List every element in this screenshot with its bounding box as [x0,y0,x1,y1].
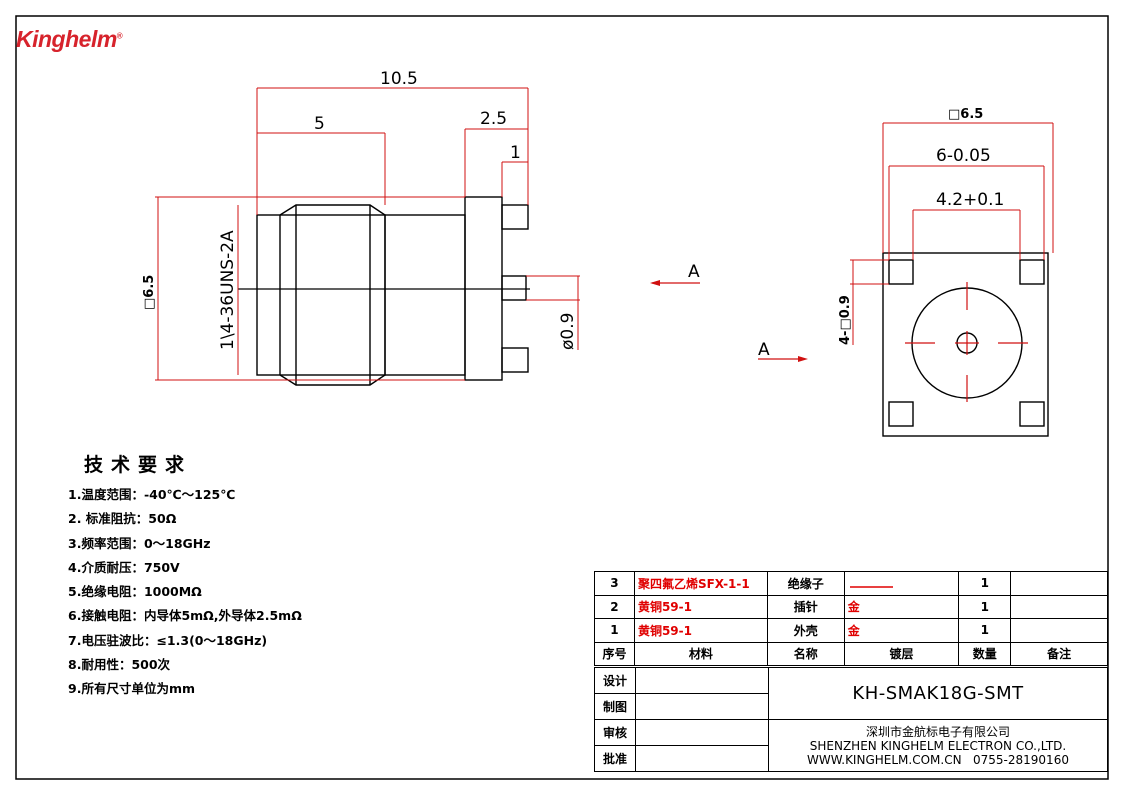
bom-row: 3 聚四氟乙烯SFX-1-1 绝缘子 1 [594,571,1108,596]
bom-header-plating: 镀层 [843,641,960,666]
bom-plating: 金 [843,618,960,643]
dim-hole-spacing: 6-0.05 [936,146,991,166]
bom-header-material: 材料 [633,641,768,666]
bill-of-materials: 3 聚四氟乙烯SFX-1-1 绝缘子 1 2 黄铜59-1 插针 金 1 1 黄… [594,571,1108,666]
bom-plating [843,571,960,596]
bom-row: 2 黄铜59-1 插针 金 1 [594,594,1108,619]
design-signature [635,667,769,694]
bom-header-qty: 数量 [958,641,1012,666]
center-pin [501,275,527,301]
label-drafting: 制图 [594,693,636,720]
part-number: KH-SMAK18G-SMT [768,667,1108,720]
bom-name: 外壳 [766,618,845,643]
requirement-item: 8.耐用性：500次 [68,657,171,673]
bottom-leg [501,347,529,373]
dim-end-square: □6.5 [948,107,983,122]
requirement-item: 3.频率范围：0～18GHz [68,535,211,551]
bom-name: 插针 [766,594,845,619]
top-leg [501,204,529,230]
side-view [238,196,530,386]
dim-thread: 1\4-36UNS-2A [218,230,238,350]
requirement-item: 9.所有尺寸单位为mm [68,681,195,697]
bom-no: 1 [594,618,635,643]
sheet-border [15,15,1109,780]
bom-material: 黄铜59-1 [633,594,768,619]
bom-header: 序号 材料 名称 镀层 数量 备注 [594,641,1108,666]
label-approve: 批准 [594,745,636,772]
bom-qty: 1 [958,571,1012,596]
rear-body [384,214,466,376]
bom-name: 绝缘子 [766,571,845,596]
dim-pads: 4-□0.9 [838,295,853,345]
side-view-dims [155,87,580,381]
bom-row: 1 黄铜59-1 外壳 金 1 [594,618,1108,643]
logo-text: Kinghelm [16,26,117,52]
review-signature [635,719,769,746]
dim-inner-spacing: 4.2+0.1 [936,190,1004,210]
approve-signature [635,745,769,772]
pad-bottom-right [1019,401,1045,427]
requirement-item: 7.电压驻波比：≤1.3(0～18GHz) [68,632,268,648]
end-flange-outline [882,252,1049,437]
bom-material: 聚四氟乙烯SFX-1-1 [633,571,768,596]
bom-qty: 1 [958,594,1012,619]
end-view [882,252,1049,437]
pad-bottom-left [888,401,914,427]
end-view-centerlines [905,282,1028,402]
label-design: 设计 [594,667,636,694]
bom-header-name: 名称 [766,641,845,666]
requirement-item: 2. 标准阻抗：50Ω [68,511,177,527]
pad-top-left [888,259,914,285]
bom-note [1010,594,1108,619]
nut-top-chamfer [279,204,386,216]
section-mark-a-top: A [688,262,700,282]
bom-no: 2 [594,594,635,619]
requirement-item: 4.介质耐压：750V [68,559,180,575]
bom-material: 黄铜59-1 [633,618,768,643]
bom-qty: 1 [958,618,1012,643]
requirement-item: 1.温度范围：-40℃～125℃ [68,487,236,502]
label-review: 审核 [594,719,636,746]
requirement-item: 5.绝缘电阻：1000MΩ [68,584,202,600]
bom-header-no: 序号 [594,641,635,666]
requirement-item: 6.接触电阻：内导体5mΩ,外导体2.5mΩ [68,608,302,624]
bom-note [1010,618,1108,643]
technical-requirements: 技术要求 1.温度范围：-40℃～125℃ 2. 标准阻抗：50Ω 3.频率范围… [68,450,302,702]
kinghelm-logo: Kinghelm® [16,26,123,53]
bom-no: 3 [594,571,635,596]
coupling-nut-outline [256,214,386,376]
company-website: WWW.KINGHELM.COM.CN [807,752,962,767]
registered-mark: ® [116,31,123,41]
bom-note [1010,571,1108,596]
bom-plating: 金 [843,594,960,619]
company-phone: 0755-28190160 [973,752,1069,767]
end-view-dims [850,122,1054,345]
dim-pin-diameter: ø0.9 [558,313,578,350]
dim-side-square: □6.5 [142,275,157,310]
company-info: 深圳市金航标电子有限公司 SHENZHEN KINGHELM ELECTRON … [768,719,1108,772]
pad-top-right [1019,259,1045,285]
bom-header-note: 备注 [1010,641,1108,666]
title-block: 设计 KH-SMAK18G-SMT 制图 审核 深圳市金航标电子有限公司 SHE… [594,667,1108,772]
dim-body-length: 5 [314,114,325,134]
dim-pin-length: 1 [510,143,521,163]
section-arrows [650,280,808,362]
requirements-title: 技术要求 [84,454,193,476]
company-cn: 深圳市金航标电子有限公司 [865,724,1010,739]
drafting-signature [635,693,769,720]
dim-overall-length: 10.5 [380,69,418,89]
company-en: SHENZHEN KINGHELM ELECTRON CO.,LTD. [809,738,1067,753]
dim-flange-to-end: 2.5 [480,109,507,129]
section-mark-a-bottom: A [758,340,770,360]
company-contact: WWW.KINGHELM.COM.CN 0755-28190160 [769,753,1107,767]
